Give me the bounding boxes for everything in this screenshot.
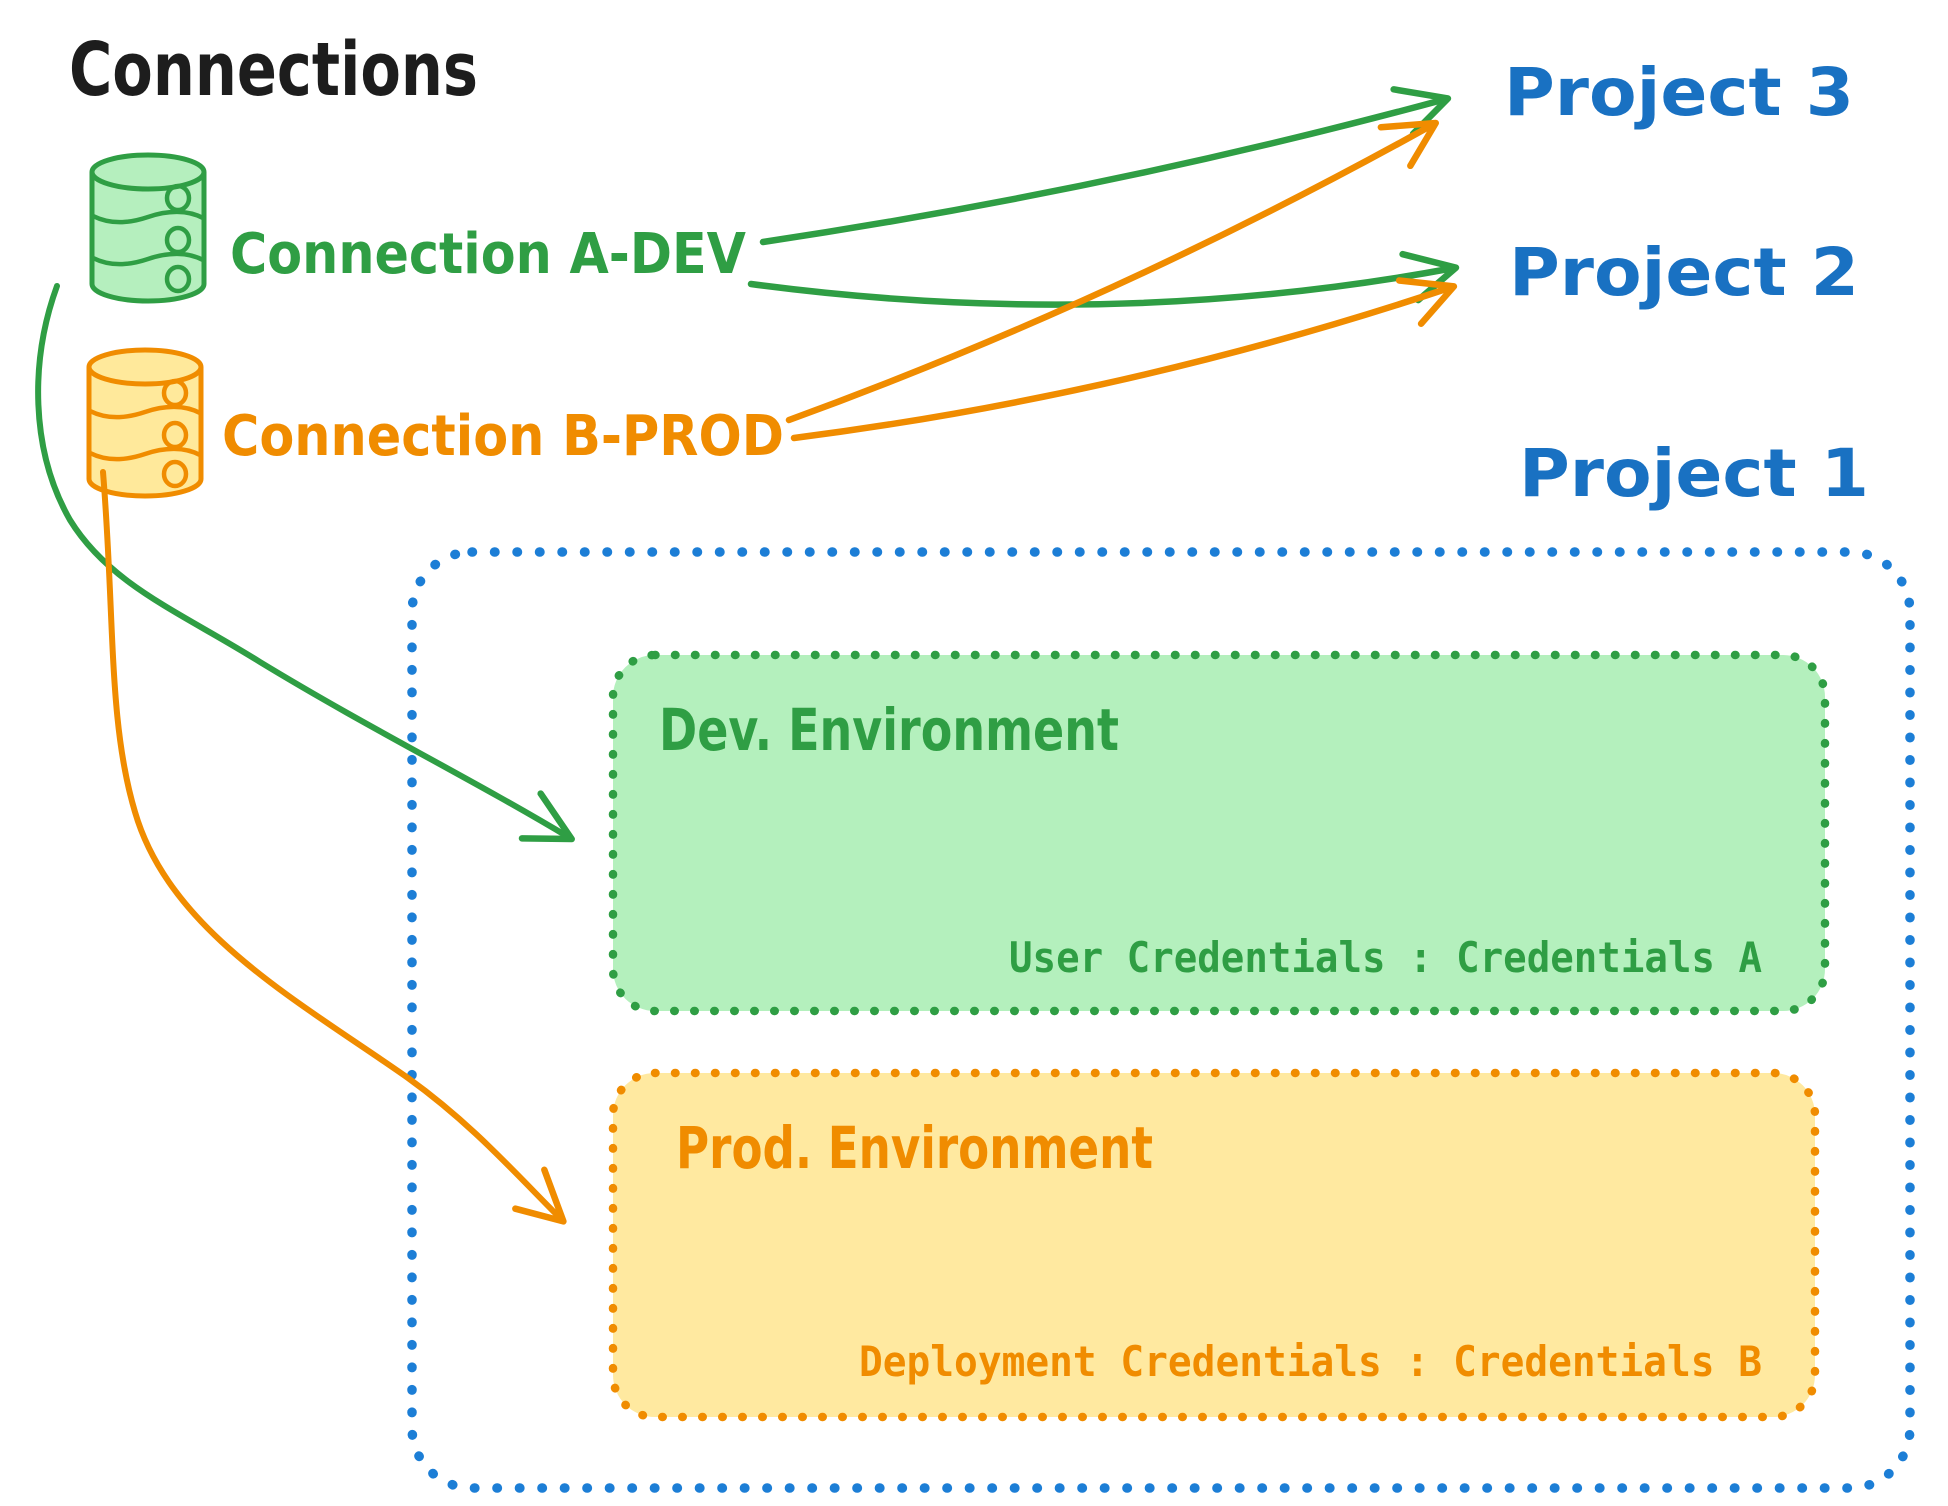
edge-a-dev-to-project-2 (747, 250, 1460, 308)
diagram-title: Connections (69, 27, 478, 113)
database-icon-a-dev (89, 152, 207, 304)
edge-b-prod-to-prod-environment (100, 469, 567, 1225)
prod-environment-credentials: Deployment Credentials : Credentials B (859, 1337, 1762, 1386)
connection-b-prod-label: Connection B-PROD (222, 404, 784, 469)
prod-environment-box: Prod. Environment Deployment Credentials… (608, 1068, 1820, 1422)
project-3-label: Project 3 (1504, 54, 1854, 131)
database-icon-b-prod (86, 347, 204, 499)
dev-environment-box: Dev. Environment User Credentials : Cred… (608, 650, 1830, 1016)
dev-environment-title: Dev. Environment (659, 696, 1119, 764)
edge-b-prod-to-project-2 (790, 277, 1458, 442)
edge-a-dev-to-project-3 (759, 86, 1452, 246)
project-2-label: Project 2 (1509, 234, 1859, 311)
prod-environment-title: Prod. Environment (676, 1114, 1153, 1182)
connection-a-dev-label: Connection A-DEV (230, 222, 747, 287)
edge-b-prod-to-project-3 (785, 119, 1439, 424)
project-1-label: Project 1 (1519, 435, 1869, 512)
dev-environment-credentials: User Credentials : Credentials A (1009, 933, 1762, 982)
edge-a-dev-to-dev-environment (35, 283, 575, 843)
